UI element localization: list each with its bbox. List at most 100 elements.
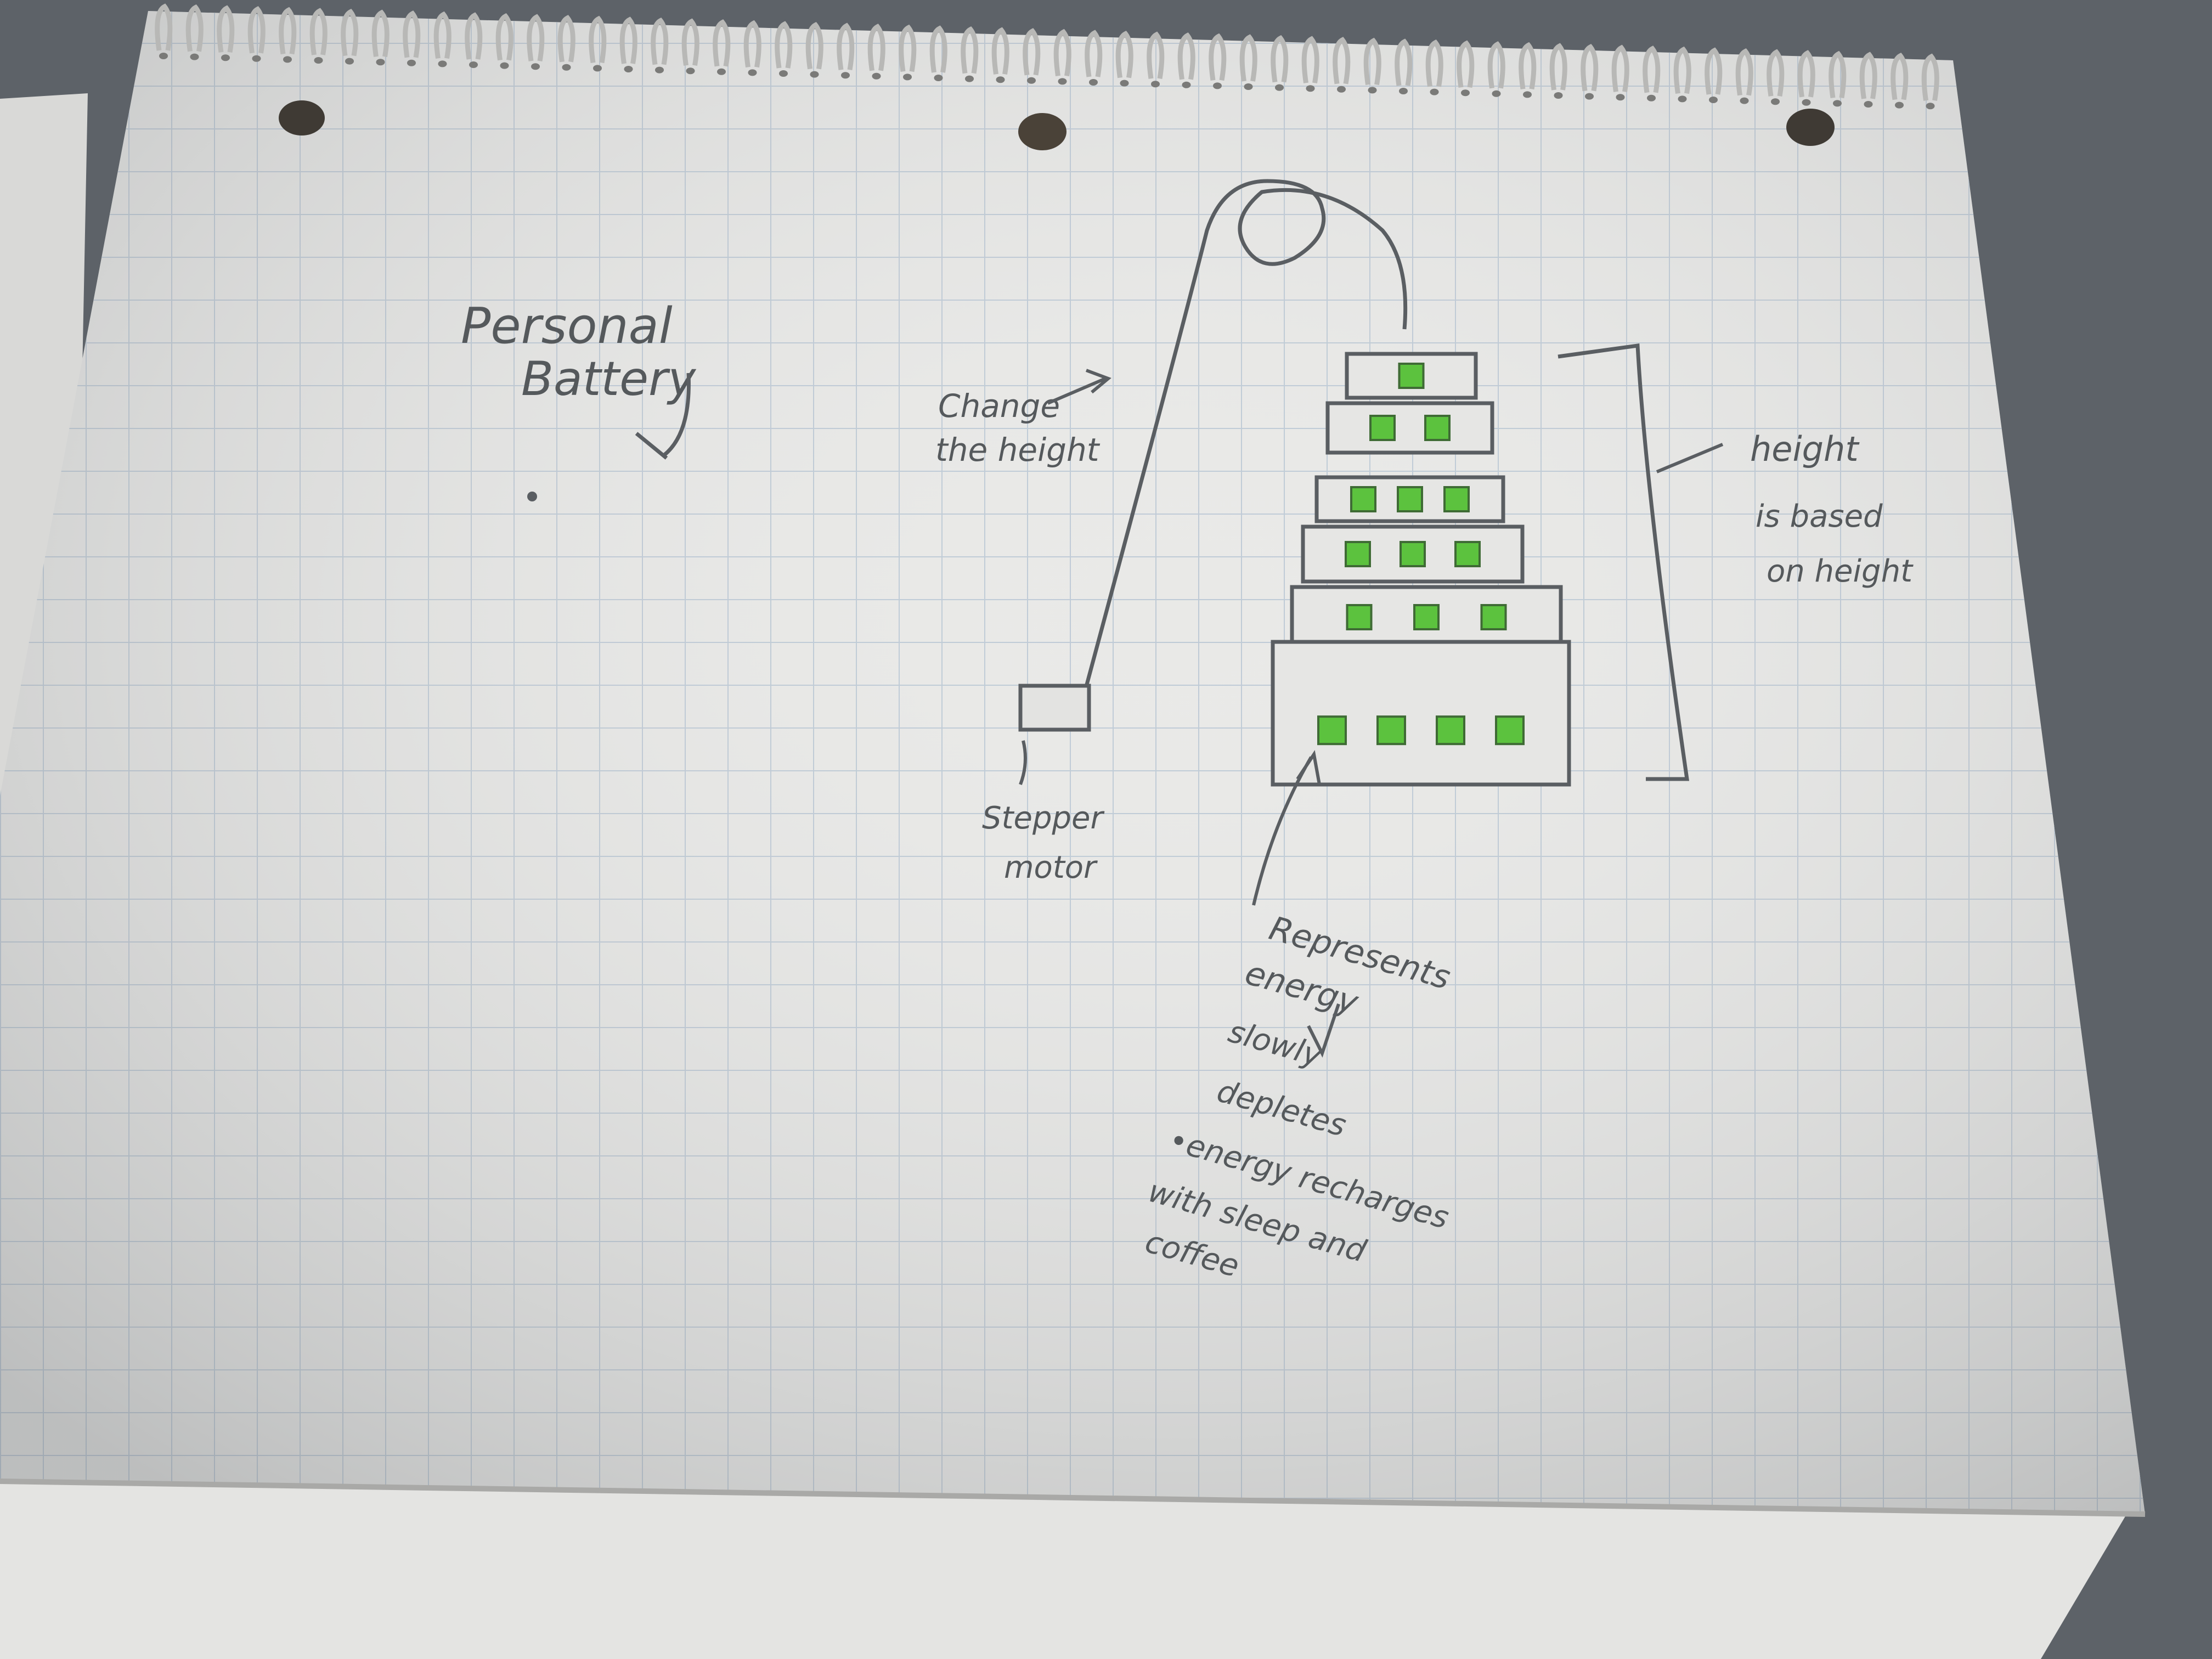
spiral-coil <box>1673 46 1691 94</box>
spiral-hole <box>531 63 540 70</box>
spiral-coil <box>341 8 359 57</box>
spiral-hole <box>779 70 788 77</box>
spiral-coil <box>929 25 947 73</box>
energy-cell <box>1317 715 1347 746</box>
depletion-arrow <box>1307 1003 1340 1058</box>
spiral-hole <box>1275 84 1284 91</box>
spiral-hole <box>1368 87 1377 94</box>
spiral-hole <box>562 64 571 71</box>
spiral-coil <box>619 16 637 64</box>
spiral-coil <box>1767 49 1785 97</box>
energy-cell <box>1413 604 1440 630</box>
spiral-hole <box>1213 82 1222 89</box>
spiral-hole <box>1089 79 1098 86</box>
spiral-hole <box>1523 91 1532 98</box>
arrow-label-line2: the height <box>935 431 1101 469</box>
spiral-hole <box>283 56 292 63</box>
spiral-hole <box>965 75 974 82</box>
energy-cell <box>1376 715 1406 746</box>
spiral-coil <box>1395 38 1413 86</box>
spiral-coil <box>1301 36 1319 83</box>
spiral-hole <box>934 75 943 81</box>
spiral-hole <box>593 65 602 72</box>
spiral-coil <box>557 15 575 63</box>
spiral-hole <box>996 76 1005 83</box>
spiral-hole <box>159 53 168 59</box>
spiral-coil <box>1177 32 1195 80</box>
energy-cell <box>1400 541 1426 567</box>
spiral-hole <box>1244 83 1253 90</box>
spiral-hole <box>1709 97 1718 103</box>
spiral-coil <box>961 26 979 74</box>
spiral-hole <box>1151 81 1160 88</box>
spiral-hole <box>1585 93 1594 100</box>
spiral-hole <box>1895 101 1904 109</box>
arrow-label-line1: Change <box>938 387 1060 425</box>
spiral-coil <box>1053 29 1071 77</box>
spiral-hole <box>1647 94 1656 101</box>
spiral-hole <box>469 61 478 68</box>
spiral-coil <box>433 11 452 59</box>
spiral-coil <box>1705 47 1723 95</box>
spiral-coil <box>1549 43 1567 91</box>
battery-tower <box>1271 352 1571 787</box>
spiral-hole <box>190 53 199 60</box>
spiral-hole <box>1864 101 1873 108</box>
spiral-coil <box>775 21 793 69</box>
spiral-coil <box>1085 30 1103 77</box>
spiral-hole <box>810 71 819 78</box>
spiral-hole <box>872 72 881 80</box>
tower-tier <box>1301 524 1525 584</box>
energy-cell <box>1345 541 1371 567</box>
spiral-coil <box>371 9 390 57</box>
hanging-string <box>1081 179 1408 697</box>
energy-cell <box>1424 415 1451 441</box>
spiral-coil <box>1581 43 1599 92</box>
spiral-coil <box>1363 37 1381 86</box>
spiral-coil <box>279 7 297 55</box>
spiral-coil <box>743 20 761 68</box>
spiral-hole <box>1554 92 1563 99</box>
spiral-hole <box>1678 95 1687 103</box>
height-note-line1: height <box>1750 429 1860 469</box>
spiral-hole <box>717 68 726 75</box>
spiral-hole <box>1461 89 1470 97</box>
spiral-hole <box>500 62 509 69</box>
spiral-hole <box>252 55 261 62</box>
spiral-hole <box>903 74 912 81</box>
sketch-title-line2: Battery <box>521 352 696 407</box>
spiral-coil <box>1271 35 1289 83</box>
spiral-coil <box>713 19 731 67</box>
spiral-hole <box>1833 100 1842 107</box>
spiral-coil <box>495 13 514 61</box>
motor-label-line1: Stepper <box>982 800 1105 836</box>
spiral-hole <box>1027 77 1036 84</box>
spiral-coil <box>867 24 885 71</box>
energy-cell <box>1436 715 1465 746</box>
spiral-coil <box>837 22 855 70</box>
spiral-coil <box>1797 50 1815 98</box>
spiral-hole <box>221 54 230 61</box>
spiral-coil <box>991 27 1009 75</box>
sketch-title-line1: Personal <box>461 297 673 355</box>
spiral-hole <box>1771 98 1780 105</box>
spiral-hole <box>1926 103 1935 110</box>
spiral-binding <box>155 3 1939 110</box>
spiral-coil <box>403 10 421 58</box>
energy-cell <box>1398 363 1425 389</box>
motor-arrow <box>1019 740 1027 786</box>
spiral-coil <box>247 6 266 54</box>
spiral-hole <box>345 58 354 65</box>
spiral-hole <box>686 67 695 75</box>
height-note-line2: is based <box>1756 499 1883 534</box>
stepper-motor <box>1018 684 1091 732</box>
spiral-hole <box>407 59 416 66</box>
energy-cell <box>1495 715 1525 746</box>
spiral-coil <box>1735 48 1753 96</box>
spiral-hole <box>1058 78 1067 85</box>
spiral-coil <box>1891 52 1909 100</box>
height-note-line3: on height <box>1767 554 1914 589</box>
spiral-hole <box>1430 88 1439 95</box>
spiral-hole <box>624 66 633 72</box>
spiral-coil <box>309 8 328 55</box>
